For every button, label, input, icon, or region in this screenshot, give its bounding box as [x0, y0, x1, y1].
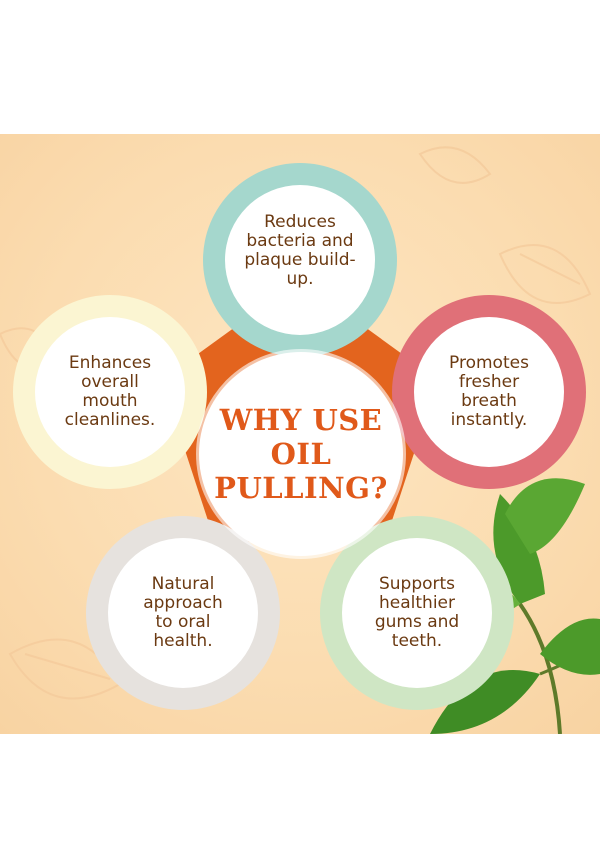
benefit-line: approach	[143, 593, 223, 613]
benefit-line: Reduces	[264, 212, 336, 232]
benefit-circle-bacteria: Reduces bacteria and plaque build- up.	[203, 163, 397, 357]
benefit-line: gums and	[374, 612, 460, 632]
benefit-circle-natural: Natural approach to oral health.	[86, 516, 280, 710]
benefit-line: up.	[286, 269, 314, 289]
benefit-line: Promotes	[449, 353, 529, 373]
page-title: WHY USE OIL PULLING?	[214, 403, 388, 505]
benefit-text-bacteria: Reduces bacteria and plaque build- up.	[225, 185, 375, 335]
benefit-text-gums: Supports healthier gums and teeth.	[342, 538, 492, 688]
benefit-line: overall	[81, 372, 139, 392]
benefit-circle-gums: Supports healthier gums and teeth.	[320, 516, 514, 710]
benefit-line: fresher	[458, 372, 520, 392]
benefit-circle-cleanliness: Enhances overall mouth cleanlines.	[13, 295, 207, 489]
center-title-circle: WHY USE OIL PULLING?	[199, 352, 403, 556]
benefit-line: breath	[461, 391, 517, 411]
title-line: OIL	[270, 437, 332, 471]
benefit-line: instantly.	[450, 410, 528, 430]
benefit-line: bacteria and	[246, 231, 354, 251]
title-line: WHY USE	[219, 403, 383, 437]
benefit-line: teeth.	[391, 631, 443, 651]
benefit-line: Supports	[378, 574, 456, 594]
benefit-line: Enhances	[68, 353, 152, 373]
benefit-line: cleanlines.	[64, 410, 156, 430]
benefit-line: health.	[153, 631, 213, 651]
faint-leaf-decor-4	[418, 146, 492, 184]
benefit-line: mouth	[82, 391, 138, 411]
benefit-line: Natural	[151, 574, 215, 594]
infographic-panel: Reduces bacteria and plaque build- up. P…	[0, 134, 600, 734]
benefit-line: to oral	[155, 612, 211, 632]
faint-leaf-decor-1	[498, 244, 592, 304]
benefit-line: healthier	[379, 593, 455, 613]
benefit-text-cleanliness: Enhances overall mouth cleanlines.	[35, 317, 185, 467]
benefit-text-breath: Promotes fresher breath instantly.	[414, 317, 564, 467]
title-line: PULLING?	[214, 471, 388, 505]
benefit-text-natural: Natural approach to oral health.	[108, 538, 258, 688]
benefit-line: plaque build-	[244, 250, 356, 270]
benefit-circle-breath: Promotes fresher breath instantly.	[392, 295, 586, 489]
